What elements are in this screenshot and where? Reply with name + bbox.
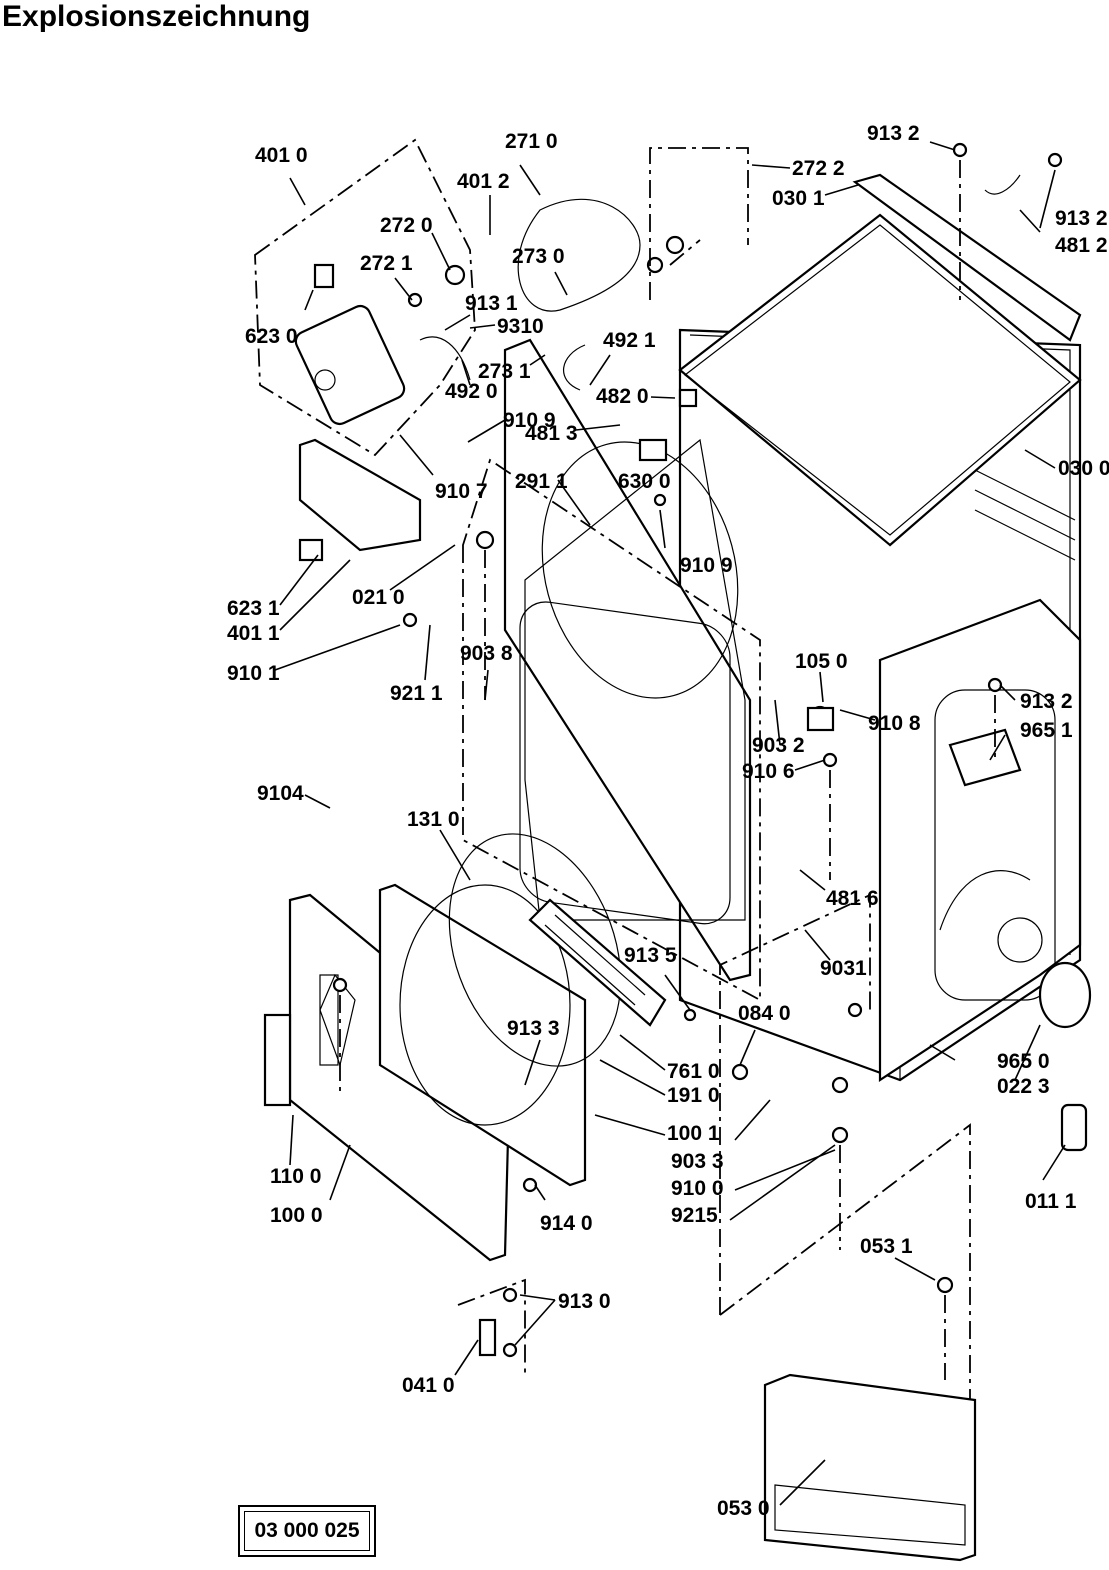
label-4920: 492 0 [445, 380, 498, 403]
cabinet-body [678, 328, 1082, 1083]
page-title: Explosionszeichnung [2, 0, 311, 33]
label-0410: 041 0 [402, 1374, 455, 1397]
label-9132: 913 2 [1055, 207, 1108, 230]
label-9109: 910 9 [503, 409, 556, 432]
lint-filter [528, 898, 667, 1027]
label-9132: 913 2 [867, 122, 920, 145]
label-4812: 481 2 [1055, 234, 1108, 257]
label-9031: 9031 [820, 957, 867, 980]
label-9133: 913 3 [507, 1017, 560, 1040]
label-6231: 623 1 [227, 597, 280, 620]
label-9130: 913 0 [558, 1290, 611, 1313]
label-2722: 272 2 [792, 157, 845, 180]
label-0530: 053 0 [717, 1497, 770, 1520]
label-9100: 910 0 [671, 1177, 724, 1200]
label-4820: 482 0 [596, 385, 649, 408]
label-1100: 110 0 [270, 1165, 321, 1188]
label-2710: 271 0 [505, 130, 558, 153]
top-rail [852, 173, 1082, 342]
label-0300: 030 0 [1058, 457, 1109, 480]
foot [1060, 1103, 1088, 1152]
label-2731: 273 1 [478, 360, 531, 383]
label-0223: 022 3 [997, 1075, 1050, 1098]
label-7610: 761 0 [667, 1060, 720, 1083]
top-panel [678, 213, 1082, 547]
label-1310: 131 0 [407, 808, 460, 831]
label-1910: 191 0 [667, 1084, 720, 1107]
door-handle [263, 1013, 292, 1107]
label-9135: 913 5 [624, 944, 677, 967]
drawing-number-box: 03 000 025 [238, 1505, 376, 1557]
drum-gasket [541, 441, 739, 699]
label-9032: 903 2 [752, 734, 805, 757]
front-frame [503, 338, 752, 982]
label-9132: 913 2 [1020, 690, 1073, 713]
label-9211: 921 1 [390, 682, 443, 705]
label-4921: 492 1 [603, 329, 656, 352]
label-0210: 021 0 [352, 586, 405, 609]
label-9310: 9310 [497, 315, 544, 338]
label-0531: 053 1 [860, 1235, 913, 1258]
label-9108: 910 8 [868, 712, 921, 735]
label-6300: 630 0 [618, 470, 671, 493]
label-2720: 272 0 [380, 214, 433, 237]
drawing-number: 03 000 025 [254, 1519, 360, 1542]
label-4813: 481 3 [525, 422, 578, 445]
label-6230: 623 0 [245, 325, 298, 348]
motor-group-outline [254, 138, 476, 457]
label-2911: 291 1 [515, 470, 568, 493]
label-0301: 030 1 [772, 187, 825, 210]
label-2730: 273 0 [512, 245, 565, 268]
label-9215: 9215 [671, 1204, 718, 1227]
label-9131: 913 1 [465, 292, 518, 315]
drive-belt [517, 198, 641, 312]
label-2721: 272 1 [360, 252, 413, 275]
pump-cover [1038, 961, 1092, 1029]
label-9106: 910 6 [742, 760, 795, 783]
label-1050: 105 0 [795, 650, 848, 673]
label-9033: 903 3 [671, 1150, 724, 1173]
label-4012: 401 2 [457, 170, 510, 193]
label-9101: 910 1 [227, 662, 280, 685]
inner-door-frame [378, 883, 587, 1187]
part-labels: 401 0 271 0 913 2 272 2 401 2 030 1 272 … [227, 122, 1109, 1520]
label-1000: 100 0 [270, 1204, 323, 1227]
label-9140: 914 0 [540, 1212, 593, 1235]
label-9038: 903 8 [460, 642, 513, 665]
label-9107: 910 7 [435, 480, 488, 503]
label-1001: 100 1 [667, 1122, 720, 1145]
leader-lines [274, 141, 1066, 1506]
label-0111: 011 1 [1025, 1190, 1077, 1213]
door-seal [448, 833, 622, 1067]
motor-bracket [298, 438, 422, 552]
label-9109: 910 9 [680, 554, 733, 577]
hinge [478, 1318, 497, 1357]
label-4816: 481 6 [826, 887, 879, 910]
label-9104: 9104 [257, 782, 304, 805]
label-4011: 401 1 [227, 622, 280, 645]
label-4010: 401 0 [255, 144, 308, 167]
plinth [763, 1373, 977, 1562]
label-0840: 084 0 [738, 1002, 791, 1025]
label-9650: 965 0 [997, 1050, 1050, 1073]
motor [294, 263, 406, 426]
label-9651: 965 1 [1020, 719, 1073, 742]
